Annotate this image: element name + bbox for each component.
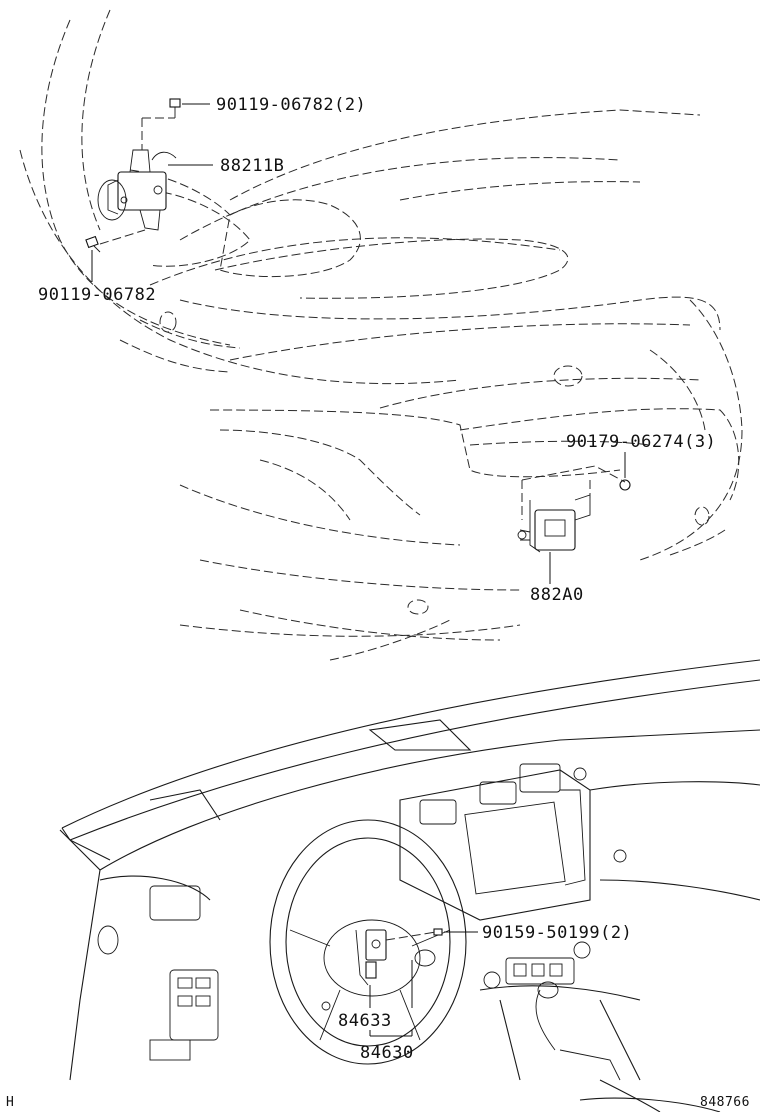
illustration-number: 848766	[700, 1095, 750, 1110]
rear-vehicle-view	[179, 296, 743, 661]
front-vehicle-view	[19, 9, 701, 385]
callout-switch-assy: 84630	[360, 1043, 414, 1063]
footer-left-mark: H	[6, 1095, 14, 1110]
bolt-top-icon	[169, 98, 181, 118]
callout-bolt-left: 90119-06782	[38, 285, 156, 305]
bolt-left-icon	[85, 235, 101, 253]
front-radar-sensor-part	[97, 149, 177, 231]
callout-sensor-front: 88211B	[220, 156, 284, 176]
nut-rear-icon	[619, 479, 631, 491]
callout-switch-sub: 84633	[338, 1011, 392, 1031]
screw-steering-icon	[433, 928, 443, 936]
interior-dashboard-view	[59, 659, 760, 1112]
callout-screw-steering: 90159-50199(2)	[482, 923, 632, 943]
callout-module-rear: 882A0	[530, 585, 584, 605]
callout-nut-rear: 90179-06274(3)	[566, 432, 716, 452]
steering-switch-part	[355, 929, 387, 986]
rear-module-part	[517, 494, 591, 553]
callout-bolt-top: 90119-06782(2)	[216, 95, 366, 115]
